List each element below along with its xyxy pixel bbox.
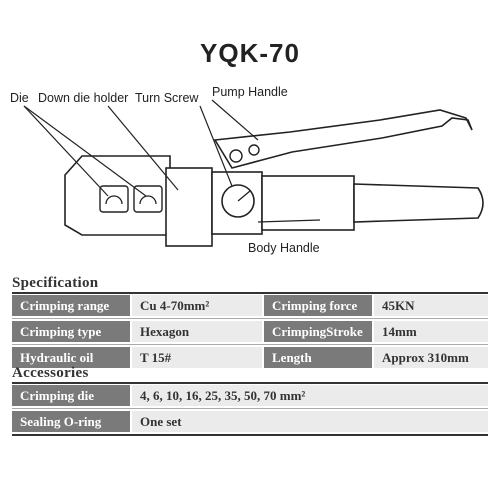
body-handle	[353, 183, 484, 223]
label-pump-handle: Pump Handle	[212, 85, 288, 99]
spec-key: Length	[264, 347, 372, 368]
specification-rule	[12, 292, 488, 294]
label-turn-screw: Turn Screw	[135, 91, 199, 105]
accessory-key: Crimping die	[12, 385, 130, 406]
row-divider	[12, 408, 488, 409]
spec-row: Crimping range Cu 4-70mm² Crimping force…	[12, 295, 488, 316]
spec-value: 14mm	[374, 321, 488, 342]
pivot-bolt	[229, 149, 243, 163]
spec-key: CrimpingStroke	[264, 321, 372, 342]
bottom-rule	[12, 434, 488, 436]
spec-value: Cu 4-70mm²	[132, 295, 262, 316]
specification-heading: Specification	[12, 275, 99, 291]
accessory-row: Sealing O-ring One set	[12, 411, 488, 432]
die-slot-left	[99, 185, 129, 213]
crimping-tool-diagram: Die Down die holder Turn Screw Pump Hand…	[10, 85, 484, 255]
label-body-handle: Body Handle	[248, 241, 320, 255]
spec-value: Approx 310mm	[374, 347, 488, 368]
row-divider	[12, 318, 488, 319]
spec-key: Crimping range	[12, 295, 130, 316]
spec-key: Crimping type	[12, 321, 130, 342]
label-down-die-holder: Down die holder	[38, 91, 128, 105]
spec-key: Hydraulic oil	[12, 347, 130, 368]
accessories-rule	[12, 382, 488, 384]
accessory-value: 4, 6, 10, 16, 25, 35, 50, 70 mm²	[132, 385, 488, 406]
spec-key: Crimping force	[264, 295, 372, 316]
accessories-heading: Accessories	[12, 365, 89, 381]
pump-handle	[213, 109, 473, 169]
spec-value: Hexagon	[132, 321, 262, 342]
pivot-bolt-2	[248, 144, 260, 156]
label-die: Die	[10, 91, 29, 105]
turn-screw-block	[165, 167, 213, 247]
spec-row: Hydraulic oil T 15# Length Approx 310mm	[12, 347, 488, 368]
spec-value: T 15#	[132, 347, 262, 368]
spec-value: 45KN	[374, 295, 488, 316]
accessory-row: Crimping die 4, 6, 10, 16, 25, 35, 50, 7…	[12, 385, 488, 406]
product-title: YQK-70	[200, 38, 300, 68]
accessory-value: One set	[132, 411, 488, 432]
accessory-key: Sealing O-ring	[12, 411, 130, 432]
row-divider	[12, 344, 488, 345]
spec-row: Crimping type Hexagon CrimpingStroke 14m…	[12, 321, 488, 342]
